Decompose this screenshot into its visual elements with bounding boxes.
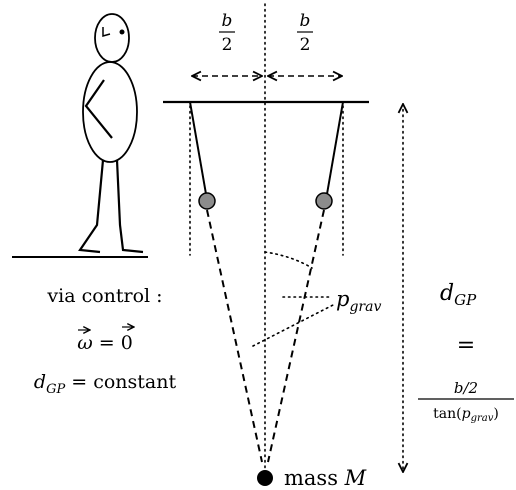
half-width-left-den: 2	[222, 35, 233, 55]
left-pendulum-rod	[189, 101, 207, 195]
left-pendulum-bob	[198, 192, 216, 210]
omega-symbol: ω	[77, 332, 93, 354]
person-head	[94, 13, 130, 63]
half-width-right-den: 2	[300, 35, 311, 55]
angle-arc	[264, 251, 313, 269]
person-body	[82, 61, 138, 163]
right-pendulum-bob	[315, 192, 333, 210]
half-width-right-num: b	[300, 11, 311, 31]
via-control-label: via control :	[46, 285, 162, 307]
half-width-left-num: b	[222, 11, 233, 31]
person-ear	[102, 27, 111, 37]
fraction-numerator: b/2	[454, 379, 478, 397]
right-pendulum-rod	[326, 101, 344, 195]
mass-point	[257, 470, 273, 486]
equals-sign: =	[457, 333, 475, 358]
fraction-denominator: tan(pgrav)	[433, 406, 499, 424]
omega-equals: =	[93, 332, 121, 354]
half-width-label-right: b 2	[297, 11, 313, 55]
person-leg-front	[115, 159, 144, 254]
left-dashed-line	[206, 209, 263, 463]
zero-vector: 0	[121, 332, 133, 354]
p-grav-pointer-2	[252, 304, 334, 347]
mass-label: mass M	[284, 466, 367, 490]
person-arm	[84, 79, 113, 139]
person-leg-back	[78, 159, 105, 254]
dgp-constant-label: dGP = constant	[34, 371, 177, 397]
person-figure	[78, 13, 144, 254]
person-eye	[119, 29, 125, 35]
dgp-fraction: b/2 tan(pgrav)	[418, 379, 514, 424]
half-width-label-left: b 2	[219, 11, 235, 55]
svg-text:ω = 0: ω = 0	[77, 332, 133, 354]
right-dashed-line	[267, 209, 325, 463]
omega-equation: ω = 0	[77, 327, 134, 354]
p-grav-label: pgrav	[336, 287, 381, 315]
dgp-label: dGP	[440, 281, 477, 309]
